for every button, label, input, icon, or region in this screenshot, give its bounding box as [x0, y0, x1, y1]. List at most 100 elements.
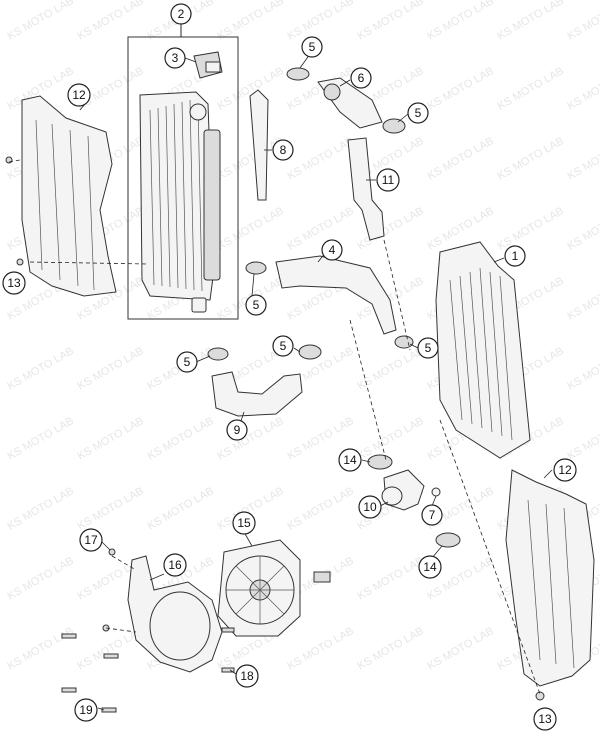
watermark-text: KS MOTO LAB: [286, 625, 356, 673]
watermark-text: KS MOTO LAB: [566, 275, 600, 323]
callout-label: 3: [172, 51, 179, 65]
watermark-text: KS MOTO LAB: [426, 135, 496, 183]
callout-5: 5: [417, 337, 439, 359]
watermark-text: KS MOTO LAB: [76, 345, 146, 393]
watermark-text: KS MOTO LAB: [356, 415, 426, 463]
watermark-text: KS MOTO LAB: [286, 135, 356, 183]
callout-label: 15: [237, 516, 251, 530]
callout-label: 12: [72, 88, 86, 102]
callout-5: 5: [301, 36, 323, 58]
watermark-text: KS MOTO LAB: [496, 0, 566, 43]
callout-16: 16: [163, 553, 187, 577]
callout-14: 14: [418, 555, 442, 579]
o-ring: [431, 487, 441, 497]
callout-5: 5: [272, 335, 294, 357]
watermark-text: KS MOTO LAB: [6, 345, 76, 393]
watermark-text: KS MOTO LAB: [496, 205, 566, 253]
callout-label: 8: [280, 143, 287, 157]
right-radiator: [435, 241, 531, 459]
callout-label: 11: [382, 173, 395, 187]
callout-label: 18: [240, 669, 254, 683]
hose-clamp-lower-left: [207, 347, 229, 361]
watermark-text: KS MOTO LAB: [426, 625, 496, 673]
watermark-text: KS MOTO LAB: [216, 415, 286, 463]
dashed-leaders: [8, 159, 541, 695]
watermark-text: KS MOTO LAB: [496, 135, 566, 183]
callout-5: 5: [407, 102, 429, 124]
callout-17: 17: [79, 528, 103, 552]
watermark-text: KS MOTO LAB: [6, 555, 76, 603]
watermark-text: KS MOTO LAB: [216, 205, 286, 253]
callout-4: 4: [321, 239, 343, 261]
hose-clamp-lower-right: [298, 344, 322, 360]
watermark-text: KS MOTO LAB: [566, 205, 600, 253]
overflow-hose: [249, 89, 269, 201]
hose-clamp-mid: [245, 261, 267, 275]
callout-7: 7: [421, 504, 443, 526]
hose-clamp-14a: [367, 454, 393, 470]
watermark-text: KS MOTO LAB: [426, 65, 496, 113]
right-radiator-shroud: [505, 469, 595, 701]
callout-label: 13: [538, 712, 552, 726]
hose-clamp-right: [394, 335, 414, 349]
callout-5: 5: [176, 351, 198, 373]
callout-12: 12: [553, 458, 577, 482]
radiator-hose-lower: [211, 371, 303, 417]
callout-13: 13: [2, 271, 26, 295]
watermark-text: KS MOTO LAB: [356, 345, 426, 393]
callout-label: 7: [429, 508, 436, 522]
callout-label: 5: [253, 298, 260, 312]
hose-clamp-upper: [286, 67, 406, 134]
watermark-text: KS MOTO LAB: [6, 0, 76, 43]
callout-label: 6: [358, 71, 365, 85]
callout-label: 10: [363, 500, 377, 514]
callout-6: 6: [350, 67, 372, 89]
callout-5: 5: [245, 294, 267, 316]
watermark-text: KS MOTO LAB: [146, 485, 216, 533]
callout-label: 4: [329, 243, 336, 257]
hose-clamp-14b: [435, 532, 461, 548]
assembly-group-box: [127, 36, 239, 320]
thermostat-connector: [317, 77, 383, 129]
watermark-text: KS MOTO LAB: [6, 485, 76, 533]
callout-8: 8: [272, 139, 294, 161]
callout-label: 14: [423, 560, 437, 574]
watermark-text: KS MOTO LAB: [496, 65, 566, 113]
callout-label: 2: [178, 7, 185, 21]
fan-shroud: [127, 555, 223, 673]
callout-label: 5: [415, 106, 422, 120]
callout-15: 15: [232, 511, 256, 535]
callout-label: 5: [425, 341, 432, 355]
callout-label: 14: [343, 453, 357, 467]
watermark-text: KS MOTO LAB: [286, 0, 356, 43]
watermark-text: KS MOTO LAB: [566, 65, 600, 113]
watermark-text: KS MOTO LAB: [566, 135, 600, 183]
watermark-text: KS MOTO LAB: [286, 485, 356, 533]
callout-2: 2: [170, 3, 192, 25]
left-radiator-shroud: [5, 95, 117, 297]
watermark-text: KS MOTO LAB: [216, 0, 286, 43]
watermark-text: KS MOTO LAB: [426, 205, 496, 253]
callouts: 2 3 5 6 5 12 8 11: [2, 3, 577, 731]
cooling-fan: [217, 539, 331, 637]
watermark-text: KS MOTO LAB: [286, 205, 356, 253]
watermark-text: KS MOTO LAB: [356, 555, 426, 603]
screws: [16, 258, 235, 713]
left-radiator: [139, 91, 221, 313]
callout-label: 16: [168, 558, 182, 572]
watermark-text: KS MOTO LAB: [566, 345, 600, 393]
callout-1: 1: [504, 245, 526, 267]
callout-label: 1: [512, 249, 519, 263]
callout-9: 9: [226, 419, 248, 441]
watermark-text: KS MOTO LAB: [146, 415, 216, 463]
callout-11: 11: [376, 168, 400, 192]
watermark-text: KS MOTO LAB: [566, 0, 600, 43]
callout-3: 3: [164, 47, 186, 69]
hose-elbow-end: [381, 486, 403, 506]
radiator-cap: [193, 51, 223, 79]
watermark-text: KS MOTO LAB: [566, 415, 600, 463]
callout-18: 18: [235, 664, 259, 688]
callout-label: 5: [280, 339, 287, 353]
callout-label: 17: [84, 533, 98, 547]
